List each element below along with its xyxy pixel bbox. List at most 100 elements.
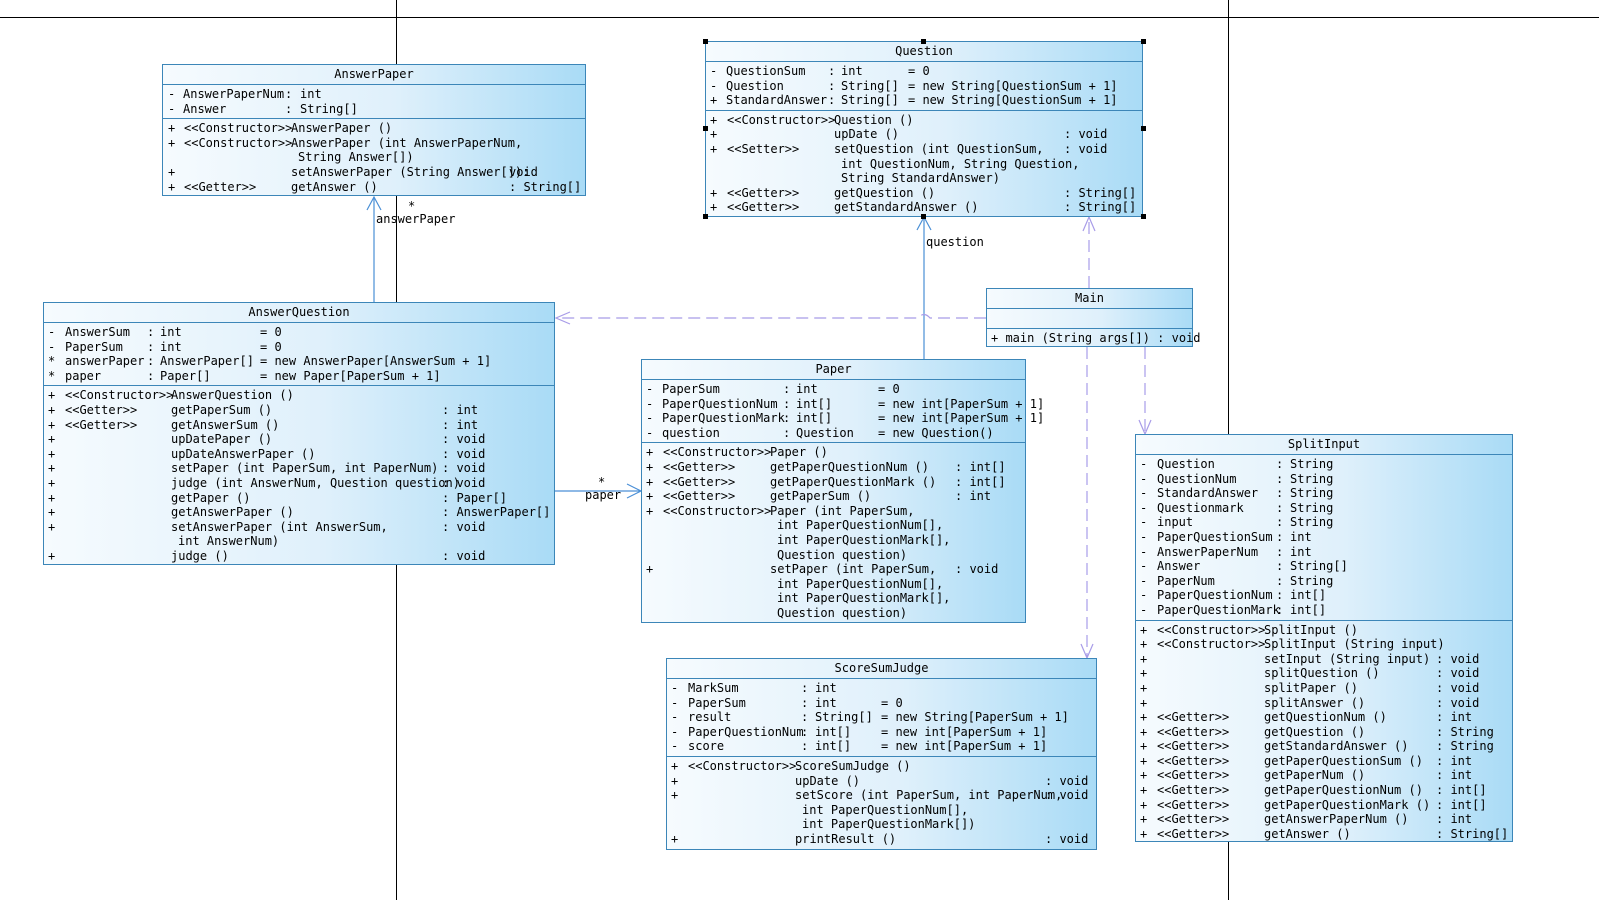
attribute-row[interactable]: -input:String <box>1136 515 1512 530</box>
attributes-section: -QuestionSum:int= 0-Question:String[]= n… <box>706 62 1142 111</box>
attribute-row[interactable]: -PaperNum:String <box>1136 574 1512 589</box>
attribute-row[interactable]: -Answer:String[] <box>1136 559 1512 574</box>
attribute-row[interactable]: -Question:String <box>1136 457 1512 472</box>
operation-row[interactable]: +<<Getter>>getPaperQuestionMark (): int[… <box>642 475 1025 490</box>
class-answerquestion[interactable]: AnswerQuestion-AnswerSum:int= 0-PaperSum… <box>43 302 555 565</box>
operation-row[interactable]: +<<Getter>>getPaperQuestionNum (): int[] <box>1136 783 1512 798</box>
operation-row[interactable]: +<<Getter>>getQuestion (): String[] <box>706 186 1142 201</box>
operation-row[interactable]: +setPaper (int PaperSum, int PaperNum): … <box>44 461 554 476</box>
attribute-row[interactable]: -PaperQuestionSum:int <box>1136 530 1512 545</box>
attribute-row[interactable]: -score:int[]= new int[PaperSum + 1] <box>667 739 1096 754</box>
attribute-row[interactable]: -QuestionSum:int= 0 <box>706 64 1142 79</box>
operation-row[interactable]: +<<Constructor>>Question () <box>706 113 1142 128</box>
operation-row[interactable]: +getAnswerPaper (): AnswerPaper[] <box>44 505 554 520</box>
attribute-row[interactable]: -AnswerSum:int= 0 <box>44 325 554 340</box>
attribute-row[interactable]: -QuestionNum:String <box>1136 472 1512 487</box>
class-answerpaper[interactable]: AnswerPaper -AnswerPaperNum:int-Answer:St… <box>162 64 586 196</box>
operation-row[interactable]: + main (String args[]) : void <box>987 331 1201 346</box>
operation-row[interactable]: +setPaper (int PaperSum,: void <box>642 562 1025 577</box>
attribute-row[interactable]: -question:Question= new Question() <box>642 426 1025 441</box>
attribute-row[interactable]: -AnswerPaperNum:int <box>1136 545 1512 560</box>
operation-row[interactable]: +<<Getter>>getQuestion (): String <box>1136 725 1512 740</box>
operation-row[interactable]: +<<Getter>>getPaperSum (): int <box>44 403 554 418</box>
attribute-row[interactable]: -AnswerPaperNum:int <box>163 87 585 102</box>
operation-row[interactable]: +<<Getter>>getPaperQuestionNum (): int[] <box>642 460 1025 475</box>
operation-stereotype: <<Getter>> <box>65 402 138 417</box>
operation-row[interactable]: +<<Getter>>getPaperQuestionSum (): int <box>1136 754 1512 769</box>
operation-row[interactable]: +upDate (): void <box>667 774 1096 789</box>
attribute-row[interactable]: +StandardAnswer:String[]= new String[Que… <box>706 93 1142 108</box>
operation-row[interactable]: +<<Setter>>setQuestion (int QuestionSum,… <box>706 142 1142 157</box>
operation-row[interactable]: +getPaper (): Paper[] <box>44 491 554 506</box>
selection-handle[interactable] <box>703 39 708 44</box>
selection-handle[interactable] <box>1141 214 1146 219</box>
operation-row[interactable]: +<<Getter>>getPaperNum (): int <box>1136 768 1512 783</box>
attribute-row[interactable]: -PaperSum:int= 0 <box>667 696 1096 711</box>
operation-row[interactable]: +setAnswerPaper (String Answer[]):void <box>163 165 585 180</box>
operation-row[interactable]: +<<Constructor>>ScoreSumJudge () <box>667 759 1096 774</box>
attribute-row[interactable]: -result:String[]= new String[PaperSum + … <box>667 710 1096 725</box>
attribute-row[interactable]: -PaperQuestionMark:int[] <box>1136 603 1512 618</box>
attribute-row[interactable]: -PaperSum:int= 0 <box>44 340 554 355</box>
operation-row[interactable]: +splitAnswer (): void <box>1136 696 1512 711</box>
attribute-row[interactable]: -StandardAnswer:String <box>1136 486 1512 501</box>
class-name: AnswerPaper <box>163 65 585 85</box>
operation-row[interactable]: +splitPaper (): void <box>1136 681 1512 696</box>
operation-row[interactable]: +<<Getter>>getAnswer (): String[] <box>1136 827 1512 842</box>
operation-return-type: : int <box>1436 710 1473 725</box>
operation-row[interactable]: +<<Constructor>>Paper () <box>642 445 1025 460</box>
operation-row[interactable]: +<<Getter>>getStandardAnswer (): String[… <box>706 200 1142 215</box>
attribute-row[interactable]: *answerPaper:AnswerPaper[]= new AnswerPa… <box>44 354 554 369</box>
operation-row[interactable]: +<<Constructor>>SplitInput (String input… <box>1136 637 1512 652</box>
operation-row[interactable]: +<<Getter>>getAnswerSum (): int <box>44 418 554 433</box>
operation-row[interactable]: +<<Getter>>getAnswerPaperNum (): int <box>1136 812 1512 827</box>
selection-handle[interactable] <box>921 39 926 44</box>
operation-row[interactable]: +printResult (): void <box>667 832 1096 847</box>
operation-row[interactable]: +<<Constructor>>Paper (int PaperSum, <box>642 504 1025 519</box>
selection-handle[interactable] <box>703 126 708 131</box>
operation-row[interactable]: +setInput (String input): void <box>1136 652 1512 667</box>
operation-continuation-row: int AnswerNum) <box>44 534 554 549</box>
selection-handle[interactable] <box>1141 39 1146 44</box>
attribute-row[interactable]: *paper:Paper[]= new Paper[PaperSum + 1] <box>44 369 554 384</box>
operation-row[interactable]: +judge (): void <box>44 549 554 564</box>
operation-row[interactable]: +setScore (int PaperSum, int PaperNum,: … <box>667 788 1096 803</box>
attribute-row[interactable]: -MarkSum:int <box>667 681 1096 696</box>
operation-visibility: + <box>646 445 654 460</box>
operation-row[interactable]: +<<Getter>>getPaperQuestionMark (): int[… <box>1136 798 1512 813</box>
selection-handle[interactable] <box>921 214 926 219</box>
attribute-row[interactable]: -PaperSum:int= 0 <box>642 382 1025 397</box>
operation-row[interactable]: +<<Constructor>>SplitInput () <box>1136 623 1512 638</box>
selection-handle[interactable] <box>703 214 708 219</box>
operation-row[interactable]: +upDatePaper (): void <box>44 432 554 447</box>
operation-row[interactable]: +splitQuestion (): void <box>1136 666 1512 681</box>
operation-row[interactable]: +<<Getter>>getPaperSum (): int <box>642 489 1025 504</box>
operation-visibility: + <box>710 200 718 215</box>
operation-row[interactable]: +<<Constructor>>AnswerQuestion () <box>44 388 554 403</box>
attribute-row[interactable]: -Answer:String[] <box>163 102 585 117</box>
operation-row[interactable]: +<<Constructor>>AnswerPaper (int AnswerP… <box>163 136 585 151</box>
class-question[interactable]: Question-QuestionSum:int= 0-Question:Str… <box>705 41 1143 217</box>
operation-row[interactable]: +<<Getter>>getAnswer (): String[] <box>163 180 585 195</box>
operation-row[interactable]: +<<Getter>>getStandardAnswer (): String <box>1136 739 1512 754</box>
dep-main-answerquestion[interactable] <box>556 313 986 319</box>
attribute-row[interactable]: -PaperQuestionNum:int[] <box>1136 588 1512 603</box>
operation-row[interactable]: +setAnswerPaper (int AnswerSum,: void <box>44 520 554 535</box>
selection-handle[interactable] <box>1141 126 1146 131</box>
operation-signature: setPaper (int PaperSum, <box>770 562 937 577</box>
attribute-row[interactable]: -Question:String[]= new String[QuestionS… <box>706 79 1142 94</box>
attribute-row[interactable]: -PaperQuestionMark:int[]= new int[PaperS… <box>642 411 1044 426</box>
class-paper[interactable]: Paper-PaperSum:int= 0-PaperQuestionNum:i… <box>641 359 1044 623</box>
operation-row[interactable]: +judge (int AnswerNum, Question question… <box>44 476 554 491</box>
operation-continuation-row: Question question) <box>642 548 1025 563</box>
operation-row[interactable]: +<<Getter>>getQuestionNum (): int <box>1136 710 1512 725</box>
operation-row[interactable]: +upDate (): void <box>706 127 1142 142</box>
operation-row[interactable]: +<<Constructor>>AnswerPaper () <box>163 121 585 136</box>
attribute-row[interactable]: -PaperQuestionNum:int[]= new int[PaperSu… <box>667 725 1096 740</box>
attribute-row[interactable]: -Questionmark:String <box>1136 501 1512 516</box>
attribute-row[interactable]: -PaperQuestionNum:int[]= new int[PaperSu… <box>642 397 1044 412</box>
class-splitinput[interactable]: SplitInput-Question:String-QuestionNum:S… <box>1135 434 1513 842</box>
operation-row[interactable]: +upDateAnswerPaper (): void <box>44 447 554 462</box>
class-scoresumjudge[interactable]: ScoreSumJudge-MarkSum:int-PaperSum:int= … <box>666 658 1097 850</box>
class-main[interactable]: Main+ main (String args[]) : void <box>986 288 1201 347</box>
